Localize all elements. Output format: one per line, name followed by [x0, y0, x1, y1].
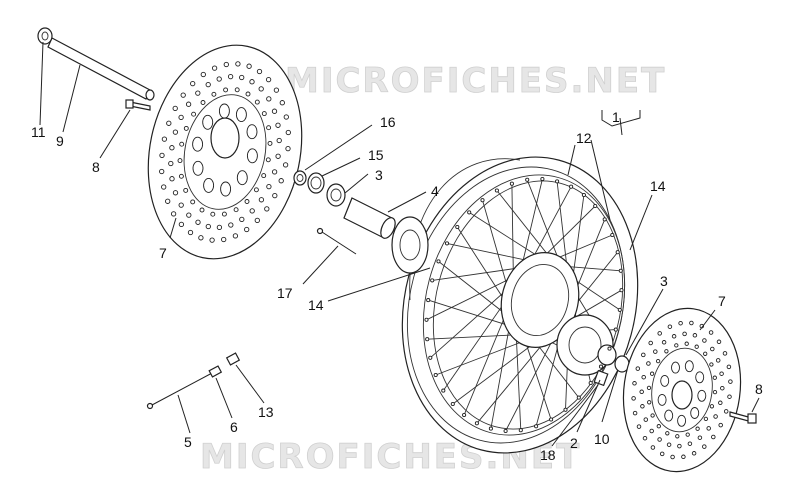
callout-9: 9 — [56, 133, 64, 149]
callout-13: 13 — [258, 404, 274, 420]
disc-bolt-left — [125, 99, 151, 111]
callout-1: 1 — [612, 109, 620, 125]
callout-15: 15 — [368, 147, 384, 163]
callout-14-left: 14 — [308, 297, 324, 313]
spacer-16 — [293, 170, 307, 186]
callout-18: 18 — [540, 447, 556, 463]
spoked-wheel — [391, 156, 639, 454]
callout-17: 17 — [277, 285, 293, 301]
callout-8-left: 8 — [92, 159, 100, 175]
callout-2: 2 — [570, 435, 578, 451]
bolt-17 — [316, 227, 357, 255]
callout-16: 16 — [380, 114, 396, 130]
valve-18 — [593, 369, 609, 387]
callout-5: 5 — [184, 434, 192, 450]
callout-3-left: 3 — [375, 167, 383, 183]
callout-14-right: 14 — [650, 178, 666, 194]
callout-7-right: 7 — [718, 293, 726, 309]
callout-11: 11 — [31, 124, 46, 140]
callout-6: 6 — [230, 419, 238, 435]
spacer-tube-4 — [343, 197, 396, 239]
axle — [47, 37, 155, 101]
axle-nut — [37, 27, 53, 45]
bearing-3-left — [326, 183, 346, 207]
nipple-13 — [225, 352, 241, 366]
spoke-5 — [146, 371, 215, 410]
left-brake-disc — [147, 44, 303, 260]
callout-12: 12 — [576, 130, 592, 146]
seal-15 — [307, 172, 325, 194]
nipple-6 — [208, 365, 223, 378]
right-brake-disc — [622, 307, 742, 473]
callout-8-right: 8 — [755, 381, 763, 397]
callout-10: 10 — [594, 431, 610, 447]
callout-4: 4 — [431, 183, 439, 199]
callout-3-right: 3 — [660, 273, 668, 289]
watermark-top: MICROFICHES.NET — [285, 61, 666, 101]
callout-7-left: 7 — [159, 245, 167, 261]
leader-lines — [39, 41, 760, 447]
disc-bolt-right — [729, 411, 757, 424]
callout-labels: 11 9 8 7 16 15 3 4 17 14 1 12 14 3 7 8 1… — [31, 109, 763, 463]
